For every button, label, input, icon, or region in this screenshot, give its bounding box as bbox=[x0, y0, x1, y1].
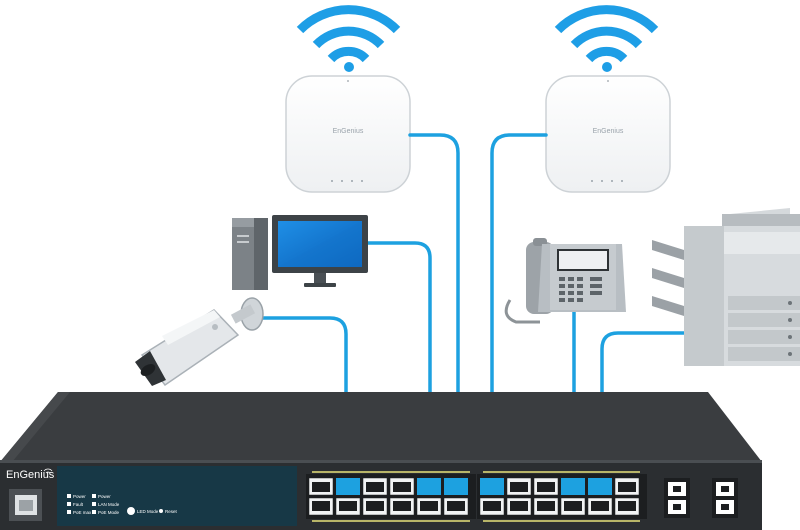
wifi-icon bbox=[296, 5, 401, 72]
sfp-ports bbox=[664, 478, 738, 518]
console-port bbox=[9, 489, 42, 521]
switch-logo: EnGenius bbox=[6, 469, 55, 481]
wifi-icon bbox=[554, 5, 659, 72]
ap-logo: EnGenius bbox=[333, 128, 364, 135]
ethernet-port-group bbox=[477, 474, 647, 519]
reset-label: Reset bbox=[165, 509, 178, 514]
led-label: Power bbox=[98, 494, 111, 499]
desktop-computer bbox=[232, 218, 268, 290]
ip-camera bbox=[135, 297, 264, 387]
access-point: EnGenius bbox=[285, 75, 411, 193]
ethernet-port-group bbox=[306, 474, 476, 519]
led-mode-label: LED Mode bbox=[137, 509, 159, 514]
led-mode-button[interactable] bbox=[127, 507, 135, 515]
led-panel: Power Fault PoE max Power LAN Mode PoE M… bbox=[57, 466, 297, 526]
led-label: PoE max bbox=[73, 510, 92, 515]
ip-phone bbox=[504, 238, 626, 324]
led-label: Power bbox=[73, 494, 86, 499]
led-label: PoE Mode bbox=[98, 510, 120, 515]
led-label: LAN Mode bbox=[98, 502, 120, 507]
reset-button[interactable] bbox=[159, 509, 163, 513]
monitor bbox=[272, 215, 368, 287]
poe-switch: EnGenius Power Fault PoE max Power LAN M… bbox=[0, 392, 762, 530]
led-label: Fault bbox=[73, 502, 84, 507]
network-cables bbox=[260, 133, 687, 480]
multifunction-printer bbox=[652, 208, 800, 366]
ap-logo: EnGenius bbox=[593, 128, 624, 135]
access-point: EnGenius bbox=[545, 75, 671, 193]
